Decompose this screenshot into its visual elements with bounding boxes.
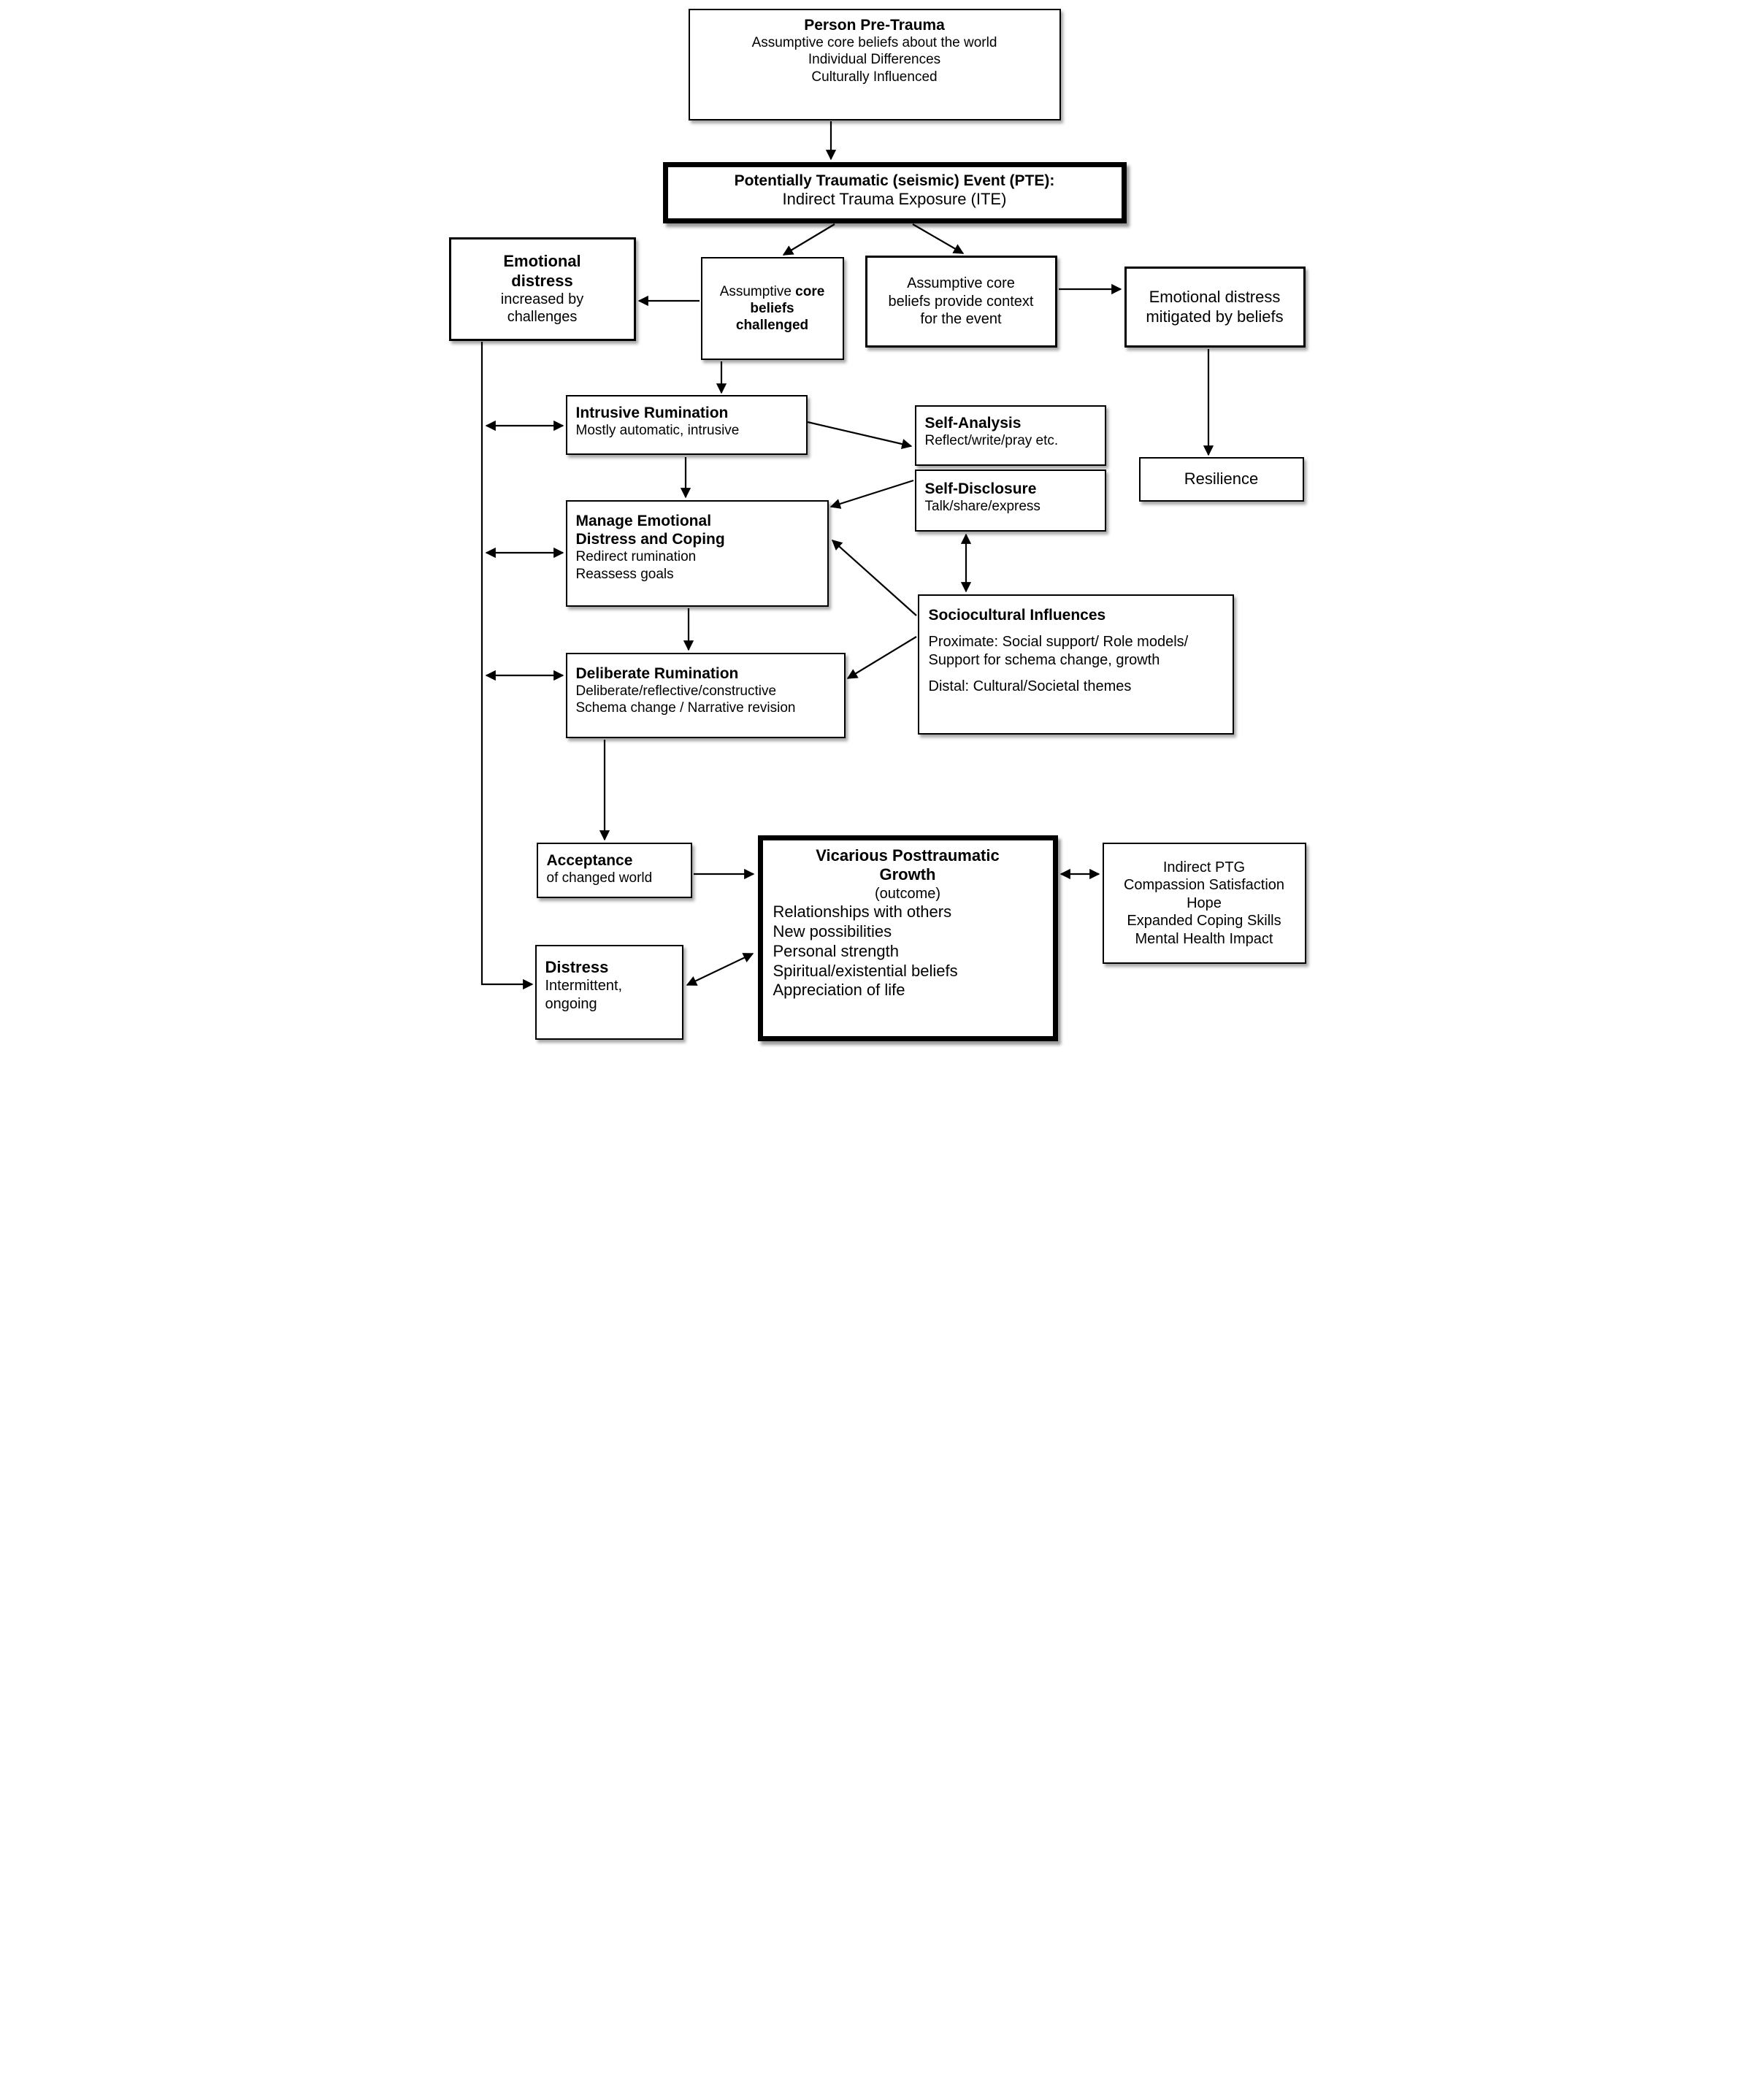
node-self-disclosure: Self-Disclosure Talk/share/express bbox=[914, 470, 1106, 532]
indirect-ptg-line: Indirect PTG bbox=[1162, 859, 1246, 876]
vpg-item: Personal strength bbox=[773, 941, 899, 960]
manage-line: Reassess goals bbox=[575, 566, 674, 582]
core-beliefs-challenged-line2: beliefs bbox=[750, 300, 794, 316]
arrow-distress-vpg-bidir bbox=[686, 953, 754, 986]
arrow-distress-increased-to-distress bbox=[480, 342, 533, 990]
node-deliberate-rumination: Deliberate Rumination Deliberate/reflect… bbox=[565, 653, 846, 738]
acceptance-title: Acceptance bbox=[546, 852, 633, 869]
node-core-beliefs-challenged: Assumptive core beliefs challenged bbox=[700, 257, 844, 360]
arrow-intrusive-to-self-analysis bbox=[807, 421, 912, 450]
core-beliefs-challenged-line3: challenged bbox=[735, 318, 809, 334]
beliefs-provide-context-line: beliefs provide context bbox=[888, 293, 1034, 310]
vpg-title-line: Vicarious Posttraumatic bbox=[816, 846, 1000, 865]
person-pre-trauma-line: Assumptive core beliefs about the world bbox=[751, 35, 997, 51]
node-person-pre-trauma: Person Pre-Trauma Assumptive core belief… bbox=[688, 9, 1061, 120]
resilience-title: Resilience bbox=[1184, 470, 1259, 488]
deliberate-rumination-line: Deliberate/reflective/constructive bbox=[575, 683, 777, 700]
self-analysis-title: Self-Analysis bbox=[924, 415, 1022, 432]
distress-title: Distress bbox=[545, 958, 609, 976]
emotional-distress-increased-line: increased by bbox=[500, 291, 584, 307]
person-pre-trauma-line: Individual Differences bbox=[808, 52, 941, 68]
node-potentially-traumatic-event: Potentially Traumatic (seismic) Event (P… bbox=[662, 162, 1127, 223]
manage-title-line: Manage Emotional bbox=[575, 513, 712, 529]
emotional-distress-increased-bold-line: Emotional bbox=[503, 252, 581, 271]
node-sociocultural-influences: Sociocultural Influences Proximate: Soci… bbox=[917, 594, 1234, 735]
manage-title-line: Distress and Coping bbox=[575, 531, 725, 548]
node-intrusive-rumination: Intrusive Rumination Mostly automatic, i… bbox=[565, 395, 808, 455]
beliefs-provide-context-line: for the event bbox=[920, 311, 1002, 328]
arrow-sociocultural-to-manage bbox=[831, 540, 917, 616]
node-resilience: Resilience bbox=[1138, 457, 1304, 502]
intrusive-rumination-subtitle: Mostly automatic, intrusive bbox=[575, 423, 740, 439]
self-analysis-subtitle: Reflect/write/pray etc. bbox=[924, 433, 1059, 449]
intrusive-rumination-title: Intrusive Rumination bbox=[575, 405, 729, 421]
beliefs-provide-context-line: Assumptive core bbox=[907, 275, 1015, 292]
diagram-canvas: Person Pre-Trauma Assumptive core belief… bbox=[440, 0, 1319, 1050]
indirect-ptg-line: Compassion Satisfaction bbox=[1123, 877, 1285, 894]
emotional-distress-mitigated-line: Emotional distress bbox=[1149, 287, 1281, 306]
sociocultural-distal-line: Distal: Cultural/Societal themes bbox=[928, 678, 1132, 694]
self-disclosure-subtitle: Talk/share/express bbox=[924, 499, 1041, 515]
arrow-pte-to-context bbox=[911, 223, 964, 254]
vpg-item: Appreciation of life bbox=[773, 981, 905, 1000]
vpg-item: Relationships with others bbox=[773, 903, 952, 921]
emotional-distress-mitigated-line: mitigated by beliefs bbox=[1146, 307, 1284, 326]
arrow-pte-to-challenged bbox=[782, 223, 835, 256]
node-emotional-distress-mitigated: Emotional distress mitigated by beliefs bbox=[1124, 267, 1306, 348]
distress-line: Intermittent, bbox=[545, 978, 623, 995]
node-indirect-ptg: Indirect PTG Compassion Satisfaction Hop… bbox=[1102, 843, 1306, 964]
sociocultural-proximate-line: Proximate: Social support/ Role models/ bbox=[928, 634, 1189, 651]
deliberate-rumination-title: Deliberate Rumination bbox=[575, 665, 739, 682]
node-vicarious-posttraumatic-growth: Vicarious Posttraumatic Growth (outcome)… bbox=[757, 835, 1058, 1041]
node-manage-emotional-distress: Manage Emotional Distress and Coping Red… bbox=[565, 500, 829, 607]
arrow-sociocultural-to-deliberate bbox=[846, 636, 917, 679]
pte-subtitle: Indirect Trauma Exposure (ITE) bbox=[782, 190, 1007, 209]
sociocultural-proximate-line: Support for schema change, growth bbox=[928, 651, 1160, 668]
distress-line: ongoing bbox=[545, 995, 597, 1012]
acceptance-subtitle: of changed world bbox=[546, 870, 653, 886]
person-pre-trauma-line: Culturally Influenced bbox=[811, 69, 938, 85]
indirect-ptg-line: Mental Health Impact bbox=[1135, 930, 1273, 947]
person-pre-trauma-title: Person Pre-Trauma bbox=[804, 17, 945, 34]
indirect-ptg-line: Expanded Coping Skills bbox=[1127, 913, 1281, 930]
indirect-ptg-line: Hope bbox=[1187, 894, 1222, 911]
self-disclosure-title: Self-Disclosure bbox=[924, 480, 1037, 497]
node-distress: Distress Intermittent, ongoing bbox=[534, 945, 683, 1040]
vpg-subtitle: (outcome) bbox=[874, 885, 941, 902]
sociocultural-title: Sociocultural Influences bbox=[928, 607, 1106, 624]
node-acceptance: Acceptance of changed world bbox=[536, 843, 692, 898]
vpg-item: Spiritual/existential beliefs bbox=[773, 961, 958, 980]
node-emotional-distress-increased: Emotional distress increased by challeng… bbox=[448, 237, 636, 341]
arrow-self-disclosure-to-manage bbox=[829, 479, 913, 509]
node-self-analysis: Self-Analysis Reflect/write/pray etc. bbox=[914, 405, 1106, 466]
deliberate-rumination-line: Schema change / Narrative revision bbox=[575, 700, 796, 716]
manage-line: Redirect rumination bbox=[575, 549, 697, 565]
emotional-distress-increased-line: challenges bbox=[507, 309, 578, 326]
node-beliefs-provide-context: Assumptive core beliefs provide context … bbox=[865, 256, 1057, 348]
core-beliefs-challenged-line1: Assumptive core bbox=[719, 283, 825, 299]
vpg-item: New possibilities bbox=[773, 922, 892, 940]
pte-title: Potentially Traumatic (seismic) Event (P… bbox=[734, 172, 1055, 189]
emotional-distress-increased-bold-line: distress bbox=[511, 271, 573, 290]
vpg-title-line: Growth bbox=[879, 865, 936, 884]
